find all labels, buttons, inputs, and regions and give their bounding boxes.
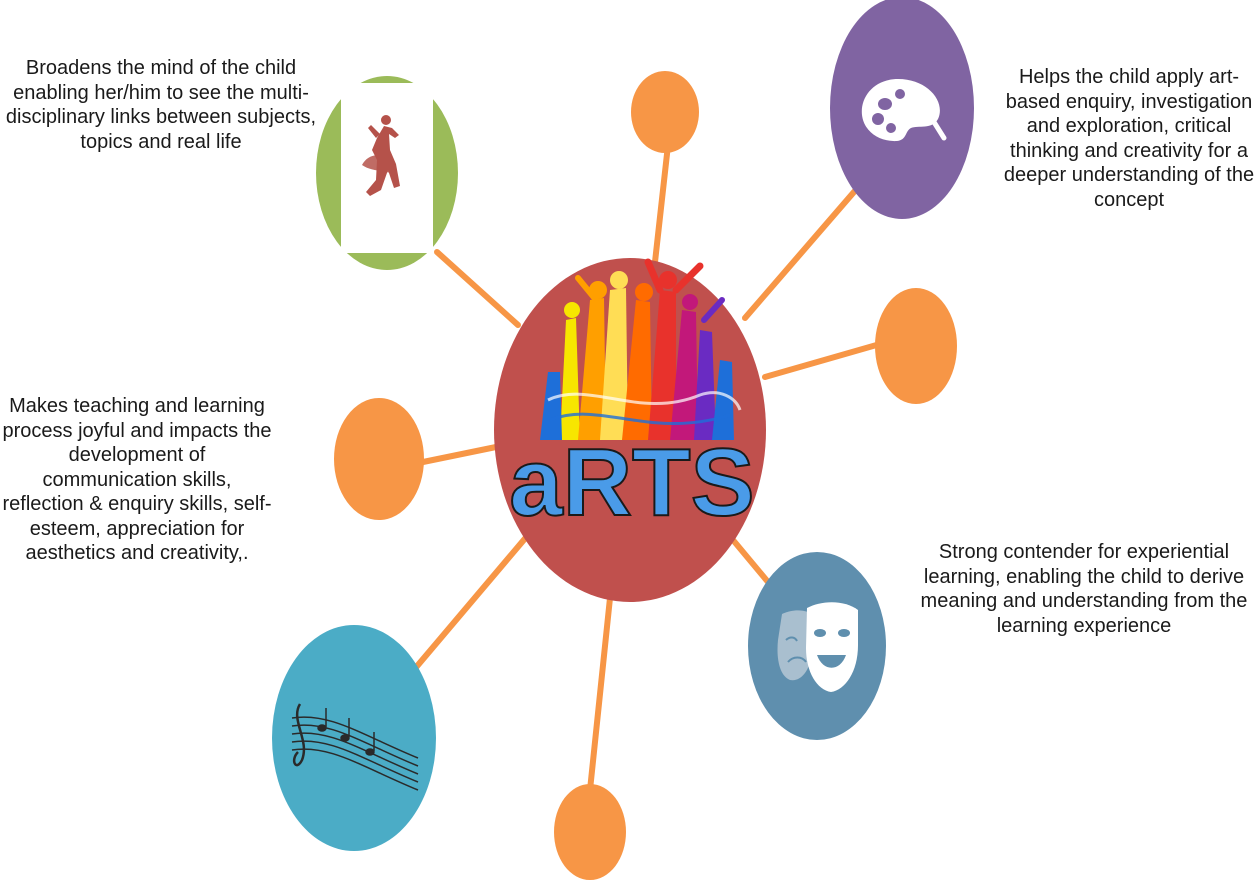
slate-node	[748, 552, 886, 740]
orange-node-left	[334, 398, 424, 520]
caption-top-left: Broadens the mind of the child enabling …	[5, 57, 317, 153]
orange-node-top	[631, 71, 699, 153]
caption-top-right: Helps the child apply art-based enquiry,…	[1003, 66, 1255, 211]
connector-bottom	[587, 595, 613, 793]
connector-bottom-left	[404, 532, 531, 681]
orange-node-bottom	[554, 784, 626, 880]
arts-logo-text: aRTS	[509, 429, 754, 536]
paint-palette-icon	[861, 79, 947, 142]
connector-left	[420, 444, 499, 465]
connector-lower-right	[730, 537, 776, 591]
green-node	[316, 76, 458, 270]
teal-node	[272, 625, 436, 851]
orange-node-right	[875, 288, 957, 404]
connector-right	[762, 341, 883, 380]
connectors	[404, 142, 883, 793]
arts-logo-icon: aRTS	[508, 258, 756, 537]
center-node: aRTS	[494, 258, 766, 602]
dancer-icon	[362, 115, 400, 196]
purple-node	[830, 0, 974, 219]
theatre-masks-icon	[777, 602, 858, 692]
connector-top-left	[434, 249, 521, 328]
connector-top	[652, 142, 671, 265]
caption-bottom-right: Strong contender for experiential learni…	[920, 541, 1248, 637]
connector-top-right	[742, 182, 863, 321]
music-staff-icon	[291, 703, 419, 791]
caption-left: Makes teaching and learning process joyf…	[2, 395, 272, 564]
